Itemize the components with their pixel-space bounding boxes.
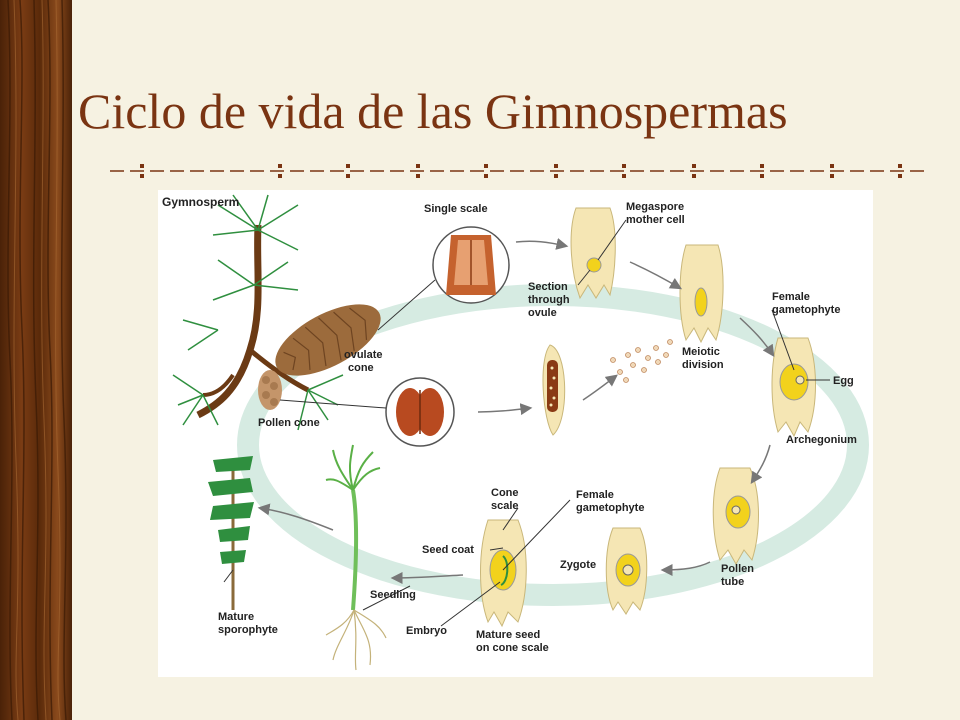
title-divider xyxy=(110,164,930,178)
pine-branch-drawing xyxy=(172,194,381,431)
label-mature-sporophyte-2: sporophyte xyxy=(218,624,278,636)
diagram-title: Gymnosperm xyxy=(162,195,239,209)
label-seedling: Seedling xyxy=(370,589,416,601)
label-section-2: through xyxy=(528,294,570,306)
zygote-ovule-drawing xyxy=(605,527,648,615)
mature-seed-drawing xyxy=(480,519,527,628)
seedling-drawing xyxy=(325,444,387,671)
cycle-ring xyxy=(237,284,869,606)
label-female-gametophyte-top-2: gametophyte xyxy=(772,304,840,316)
microsporangium-drawing xyxy=(542,344,566,436)
label-single-scale: Single scale xyxy=(424,203,488,215)
ovulate-cone-drawing xyxy=(275,304,381,376)
label-female-gametophyte-top-1: Female xyxy=(772,291,810,303)
label-mature-seed-2: on cone scale xyxy=(476,642,549,654)
ovule-section-drawing xyxy=(570,207,616,300)
label-meiotic-2: division xyxy=(682,359,724,371)
label-pollen-tube-1: Pollen xyxy=(721,563,754,575)
wood-border xyxy=(0,0,72,720)
label-archegonium: Archegonium xyxy=(786,434,857,446)
single-scale-drawing xyxy=(432,226,510,304)
label-megaspore-1: Megaspore xyxy=(626,201,684,213)
label-zygote: Zygote xyxy=(560,559,596,571)
label-ovulate-cone-1: ovulate xyxy=(344,349,383,361)
egg-ovule-drawing xyxy=(771,337,816,438)
label-cone-scale-1: Cone xyxy=(491,487,519,499)
spores-drawing xyxy=(610,339,673,383)
label-female-gametophyte-bottom-1: Female xyxy=(576,489,614,501)
pollen-cone-drawing xyxy=(258,370,282,410)
pollen-scale-drawing xyxy=(385,377,455,447)
label-cone-scale-2: scale xyxy=(491,500,519,512)
label-meiotic-1: Meiotic xyxy=(682,346,720,358)
label-mature-seed-1: Mature seed xyxy=(476,629,540,641)
megaspore-ovule-drawing xyxy=(679,244,724,344)
label-megaspore-2: mother cell xyxy=(626,214,685,226)
label-embryo: Embryo xyxy=(406,625,447,637)
label-ovulate-cone-2: cone xyxy=(348,362,374,374)
life-cycle-figure: Gymnosperm Single scale Megaspore mother… xyxy=(158,190,873,677)
label-section-1: Section xyxy=(528,281,568,293)
label-female-gametophyte-bottom-2: gametophyte xyxy=(576,502,644,514)
label-egg: Egg xyxy=(833,375,854,387)
label-seed-coat: Seed coat xyxy=(422,544,474,556)
slide-title: Ciclo de vida de las Gimnospermas xyxy=(78,83,788,139)
label-section-3: ovule xyxy=(528,307,557,319)
label-pollen-cone: Pollen cone xyxy=(258,417,320,429)
label-mature-sporophyte-1: Mature xyxy=(218,611,254,623)
mature-sporophyte-drawing xyxy=(208,456,254,610)
label-pollen-tube-2: tube xyxy=(721,576,744,588)
pollen-tube-ovule-drawing xyxy=(712,467,759,566)
